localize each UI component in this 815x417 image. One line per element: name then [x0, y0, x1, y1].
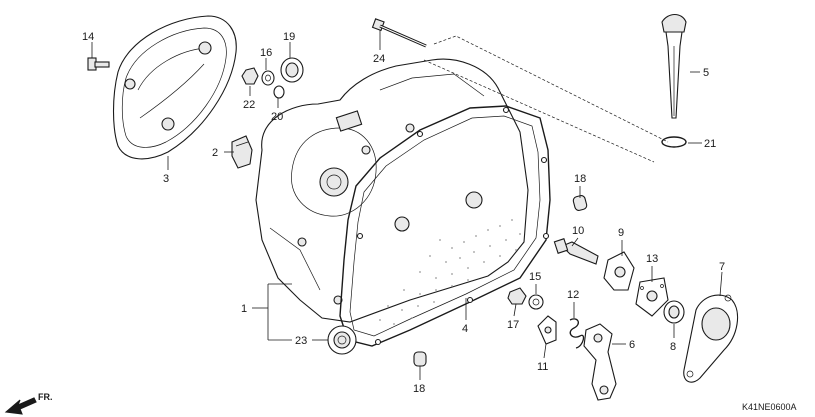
- part-9-bracket: [603, 251, 635, 291]
- part-20-bearing: [280, 57, 304, 83]
- callout-13: 13: [646, 253, 658, 265]
- callout-12: 12: [567, 289, 579, 301]
- callout-8: 8: [670, 341, 676, 353]
- callout-14: 14: [82, 31, 94, 43]
- callout-16: 16: [260, 47, 272, 59]
- part-6-arm: [583, 323, 617, 401]
- part-23-nut: [241, 67, 259, 85]
- callout-2: 2: [212, 147, 218, 159]
- part-17-nut: [507, 287, 527, 305]
- callout-3: 3: [163, 173, 169, 185]
- callout-11: 11: [537, 361, 548, 373]
- front-arrow-label: FR.: [38, 392, 53, 402]
- callout-7: 7: [719, 261, 725, 273]
- part-18-dowel-upper: [572, 195, 588, 211]
- callout-15: 15: [529, 271, 541, 283]
- callout-5: 5: [703, 67, 709, 79]
- part-22-oring: [661, 136, 687, 148]
- callout-18-upper: 18: [574, 173, 586, 185]
- callout-19: 23: [295, 335, 307, 347]
- part-2-bushing: [231, 135, 253, 169]
- part-18-dowel-lower: [413, 351, 427, 367]
- part-11-lever: [537, 315, 557, 345]
- callout-4: 4: [462, 323, 468, 335]
- gasket-shading: [379, 219, 521, 325]
- part-7-cover: [683, 294, 739, 383]
- callout-9: 9: [618, 227, 624, 239]
- part-13-plate: [635, 277, 669, 317]
- part-10-shaft: [553, 238, 599, 265]
- part-16-washer: [261, 70, 275, 86]
- part-14-bolt: [87, 57, 110, 71]
- part-12-spring: [569, 318, 585, 349]
- part-21-oring: [273, 85, 285, 99]
- part-1-crankcase-cover: [255, 58, 529, 323]
- part-5-dipstick: [661, 13, 687, 119]
- callouts: 14 3 2 16 22 19 20 24 5 21 18 10 9 13 7 …: [82, 31, 725, 395]
- diagram-code: K41NE0600A: [742, 402, 797, 412]
- callout-10: 10: [572, 225, 584, 237]
- callout-17: 17: [507, 319, 519, 331]
- part-4-gasket: [339, 105, 551, 347]
- front-arrow: [4, 397, 37, 415]
- callout-23: 22: [243, 99, 255, 111]
- part-24-long-bolt: [371, 18, 427, 48]
- callout-21: 20: [271, 111, 283, 123]
- callout-1: 1: [241, 303, 247, 315]
- part-8-seal: [663, 300, 685, 324]
- callout-24: 24: [373, 53, 385, 65]
- part-19-bearing: [327, 325, 357, 355]
- part-15-washer: [528, 294, 544, 310]
- callout-6: 6: [629, 339, 635, 351]
- callout-20: 19: [283, 31, 295, 43]
- callout-22: 21: [704, 138, 716, 150]
- part-3-outer-cover: [113, 15, 237, 160]
- leader-lines: [91, 30, 723, 380]
- callout-18-lower: 18: [413, 383, 425, 395]
